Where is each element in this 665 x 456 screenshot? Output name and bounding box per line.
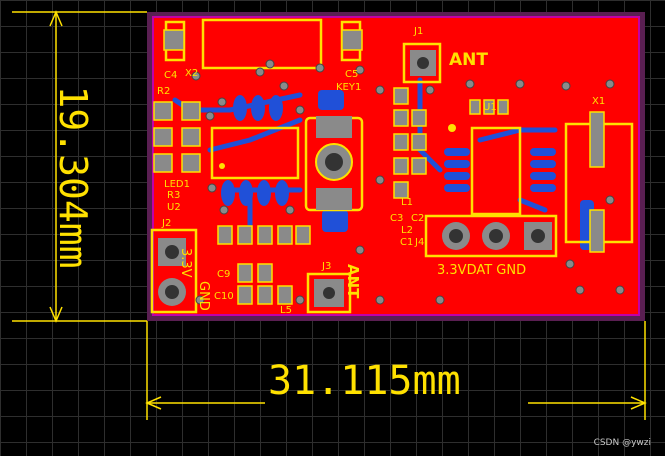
pin-label-right: 3.3VDAT GND bbox=[437, 263, 527, 278]
refdes-l1: L1 bbox=[401, 197, 413, 208]
watermark: CSDN @ywzi bbox=[593, 438, 651, 448]
refdes-c1: C1 bbox=[400, 237, 414, 248]
antenna-label-bottom: ANT bbox=[344, 264, 362, 299]
refdes-c2: C2 bbox=[411, 213, 425, 224]
pin-label-3v3-left: 3.3V bbox=[178, 248, 193, 278]
refdes-x2: X2 bbox=[185, 68, 199, 79]
refdes-j4: J4 bbox=[415, 237, 425, 248]
refdes-j2: J2 bbox=[162, 218, 172, 229]
refdes-l5: L5 bbox=[280, 305, 292, 316]
refdes-j1: J1 bbox=[414, 26, 424, 37]
width-dimension-label: 31.115mm bbox=[268, 358, 461, 404]
refdes-r2: R2 bbox=[157, 86, 171, 97]
refdes-c5: C5 bbox=[345, 69, 359, 80]
refdes-x1: X1 bbox=[592, 96, 606, 107]
refdes-c3: C3 bbox=[390, 213, 404, 224]
refdes-u1: U1 bbox=[483, 102, 497, 113]
refdes-u2: U2 bbox=[167, 202, 181, 213]
refdes-key1: KEY1 bbox=[336, 82, 362, 93]
antenna-label-top: ANT bbox=[449, 50, 488, 70]
refdes-c4: C4 bbox=[164, 70, 178, 81]
refdes-led1: LED1 bbox=[164, 179, 190, 190]
refdes-c9: C9 bbox=[217, 269, 231, 280]
refdes-r3: R3 bbox=[167, 190, 181, 201]
refdes-c10: C10 bbox=[214, 291, 234, 302]
pin-label-gnd-left: GND bbox=[196, 281, 211, 311]
refdes-j3: J3 bbox=[322, 261, 332, 272]
refdes-l2: L2 bbox=[401, 225, 413, 236]
